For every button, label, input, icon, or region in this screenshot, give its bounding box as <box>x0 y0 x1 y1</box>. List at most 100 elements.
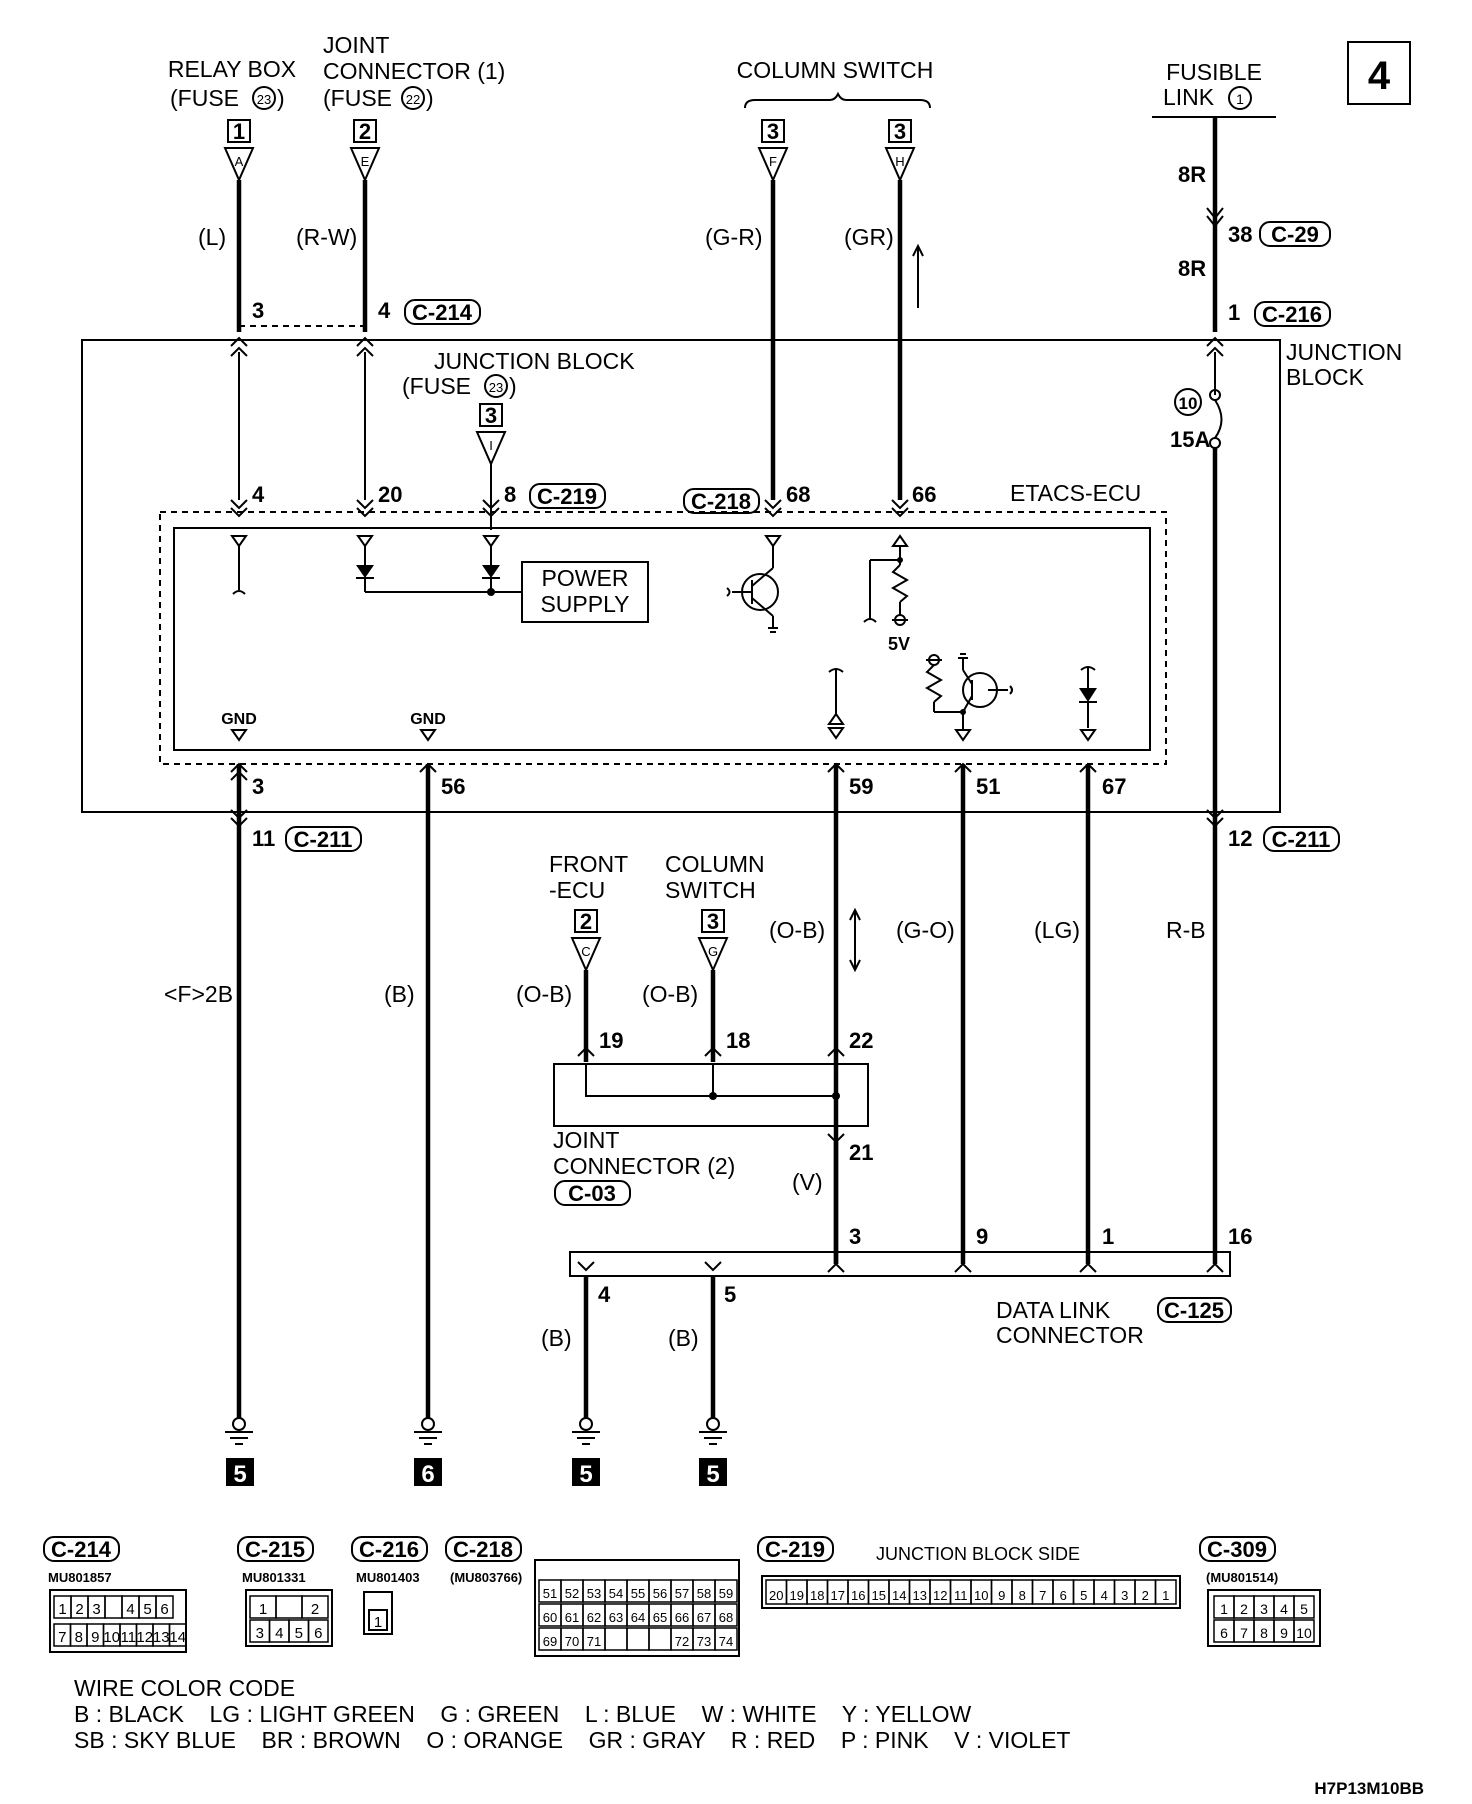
svg-text:CONNECTOR: CONNECTOR <box>996 1322 1144 1348</box>
connector-pin-label: 54 <box>609 1586 623 1601</box>
svg-text:3: 3 <box>767 119 779 144</box>
connector-pin-label: 7 <box>58 1629 66 1646</box>
wire-color-o-b-19: (O-B) <box>516 981 572 1007</box>
wire-color-b-4: (B) <box>541 1325 572 1351</box>
fusible-link-label: FUSIBLE LINK 1 <box>1152 59 1276 118</box>
connector-pin-label: 52 <box>565 1586 579 1601</box>
connector-pin-label: 3 <box>92 1601 100 1618</box>
svg-text:(MU803766): (MU803766) <box>450 1570 522 1585</box>
connector-pin-label: 1 <box>259 1601 267 1618</box>
connector-pin-cell <box>604 1627 628 1651</box>
connector-pin-label: 6 <box>1220 1625 1228 1641</box>
connector-pin-label: 9 <box>998 1588 1005 1603</box>
connector-pin-label: 4 <box>1101 1588 1108 1603</box>
connector-pin-label: 53 <box>587 1586 601 1601</box>
svg-text:C-309: C-309 <box>1207 1537 1267 1562</box>
svg-text:5: 5 <box>706 1461 719 1488</box>
connector-pin-label: 2 <box>1240 1601 1248 1617</box>
svg-text:DATA LINK: DATA LINK <box>996 1297 1111 1323</box>
connector-c-211-right: C-211 <box>1263 826 1340 852</box>
svg-text:H: H <box>895 154 904 169</box>
svg-text:(FUSE: (FUSE <box>402 373 471 399</box>
connector-pin-cell <box>301 1595 329 1619</box>
connector-pin-label: 73 <box>697 1634 711 1649</box>
pin-dl-9: 9 <box>976 1224 988 1249</box>
connector-pin-cell <box>104 1595 123 1619</box>
svg-text:COLUMN: COLUMN <box>665 851 765 877</box>
joint-connector-1-label: JOINT CONNECTOR (1) (FUSE 22 ) <box>323 32 505 111</box>
svg-text:1: 1 <box>1236 91 1244 107</box>
pin-ecu-8: 8 <box>504 482 516 507</box>
ground-symbol-2: 6 <box>414 1417 442 1488</box>
five-volt-label: 5V <box>888 634 910 654</box>
wire-color-b-5: (B) <box>668 1325 699 1351</box>
svg-text:3: 3 <box>485 403 497 428</box>
wire-color-l: (L) <box>198 224 226 250</box>
relay-box-label: RELAY BOX (FUSE 23 ) <box>168 56 296 111</box>
connector-pin-label: 20 <box>769 1588 783 1603</box>
connector-pin-cell <box>168 1623 187 1647</box>
svg-text:RELAY BOX: RELAY BOX <box>168 56 296 82</box>
connector-pin-label: 3 <box>1121 1588 1128 1603</box>
svg-text:2: 2 <box>580 909 592 934</box>
connector-pin-label: 2 <box>75 1601 83 1618</box>
svg-text:POWER: POWER <box>542 565 629 591</box>
svg-text:1: 1 <box>374 1614 382 1631</box>
diagram-code: H7P13M10BB <box>1314 1779 1424 1798</box>
connector-c-218: C-218 <box>683 488 760 514</box>
ground-symbol-1: 5 <box>225 1417 254 1488</box>
svg-text:-ECU: -ECU <box>549 877 605 903</box>
svg-text:C-214: C-214 <box>412 300 473 325</box>
connector-pin-label: 5 <box>1080 1588 1087 1603</box>
pin-ecu-68: 68 <box>786 482 810 507</box>
svg-text:5: 5 <box>233 1461 246 1488</box>
wire-color-legend: WIRE COLOR CODE B : BLACK LG : LIGHT GRE… <box>74 1675 1070 1753</box>
connector-pin-label: 58 <box>697 1586 711 1601</box>
svg-text:C-29: C-29 <box>1271 222 1319 247</box>
connector-pin-label: 61 <box>565 1610 579 1625</box>
etacs-ecu-body <box>173 527 1151 751</box>
connector-pin-cell <box>155 1595 174 1619</box>
svg-text:6: 6 <box>421 1461 434 1488</box>
junction-block-outline <box>81 339 1281 813</box>
connector-c-219: C-219 <box>529 483 606 509</box>
pin-ecu-56: 56 <box>441 774 465 799</box>
connector-pin-label: 13 <box>153 1629 170 1646</box>
connector-pin-label: 74 <box>719 1634 733 1649</box>
pin-jc-19: 19 <box>599 1028 623 1053</box>
svg-text:C-125: C-125 <box>1164 1298 1224 1323</box>
pin-ecu-3: 3 <box>252 774 264 799</box>
wire-color-lg: (LG) <box>1034 917 1080 943</box>
data-link-connector-box <box>569 1251 1231 1277</box>
svg-text:CONNECTOR (2): CONNECTOR (2) <box>553 1153 735 1179</box>
pin-ecu-66: 66 <box>912 482 936 507</box>
svg-text:COLUMN SWITCH: COLUMN SWITCH <box>737 57 934 83</box>
pin-ecu-51: 51 <box>976 774 1000 799</box>
pin-c211-12: 12 <box>1228 826 1252 851</box>
connector-pin-label: 59 <box>719 1586 733 1601</box>
pin-c214-3: 3 <box>252 298 264 323</box>
connector-pin-label: 5 <box>143 1601 151 1618</box>
connector-pin-label: 62 <box>587 1610 601 1625</box>
connector-c-29: C-29 <box>1259 221 1331 247</box>
column-switch-mid-label: COLUMN SWITCH <box>665 851 765 903</box>
connector-pin-cell <box>1293 1619 1315 1643</box>
connector-pin-label: 15 <box>872 1588 886 1603</box>
wire-8r-lower: 8R <box>1178 256 1206 281</box>
connector-pin-label: 8 <box>75 1629 83 1646</box>
connector-c-03: C-03 <box>554 1180 631 1206</box>
connector-view-c-216: C-216 MU801403 1 <box>351 1536 428 1635</box>
connector-pin-label: 60 <box>543 1610 557 1625</box>
connector-pin-label: 70 <box>565 1634 579 1649</box>
connector-c-211-left: C-211 <box>285 826 362 852</box>
svg-text:C-218: C-218 <box>453 1537 513 1562</box>
connector-pin-label: 3 <box>1260 1601 1268 1617</box>
connector-pin-label: 57 <box>675 1586 689 1601</box>
connector-pin-label: 11 <box>120 1629 136 1646</box>
pin-dl-4: 4 <box>598 1282 611 1307</box>
